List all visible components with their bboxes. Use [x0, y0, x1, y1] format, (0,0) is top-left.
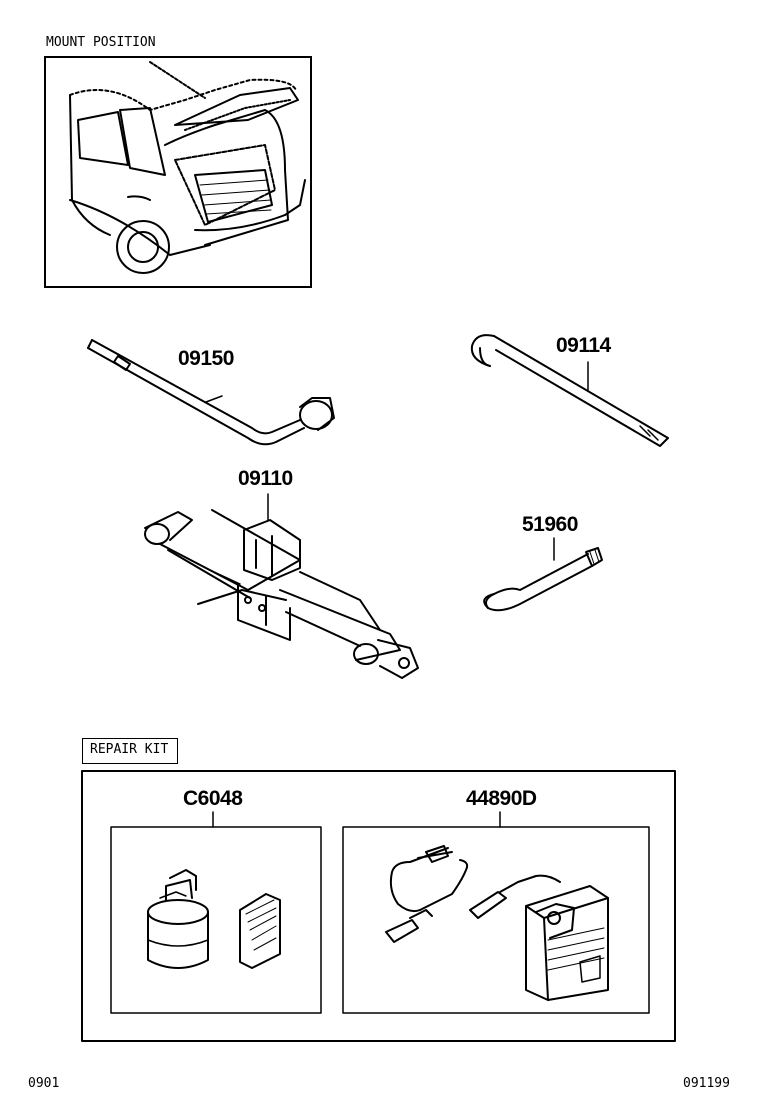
- sealant-bottle: [147, 869, 281, 969]
- part-number-c6048: C6048: [183, 787, 243, 810]
- repair-kit-label-box: [82, 738, 178, 764]
- part-number-09110: 09110: [238, 467, 293, 490]
- scissor-jack: [144, 493, 419, 679]
- jack-handle-hook: [470, 334, 669, 447]
- part-number-51960: 51960: [522, 513, 578, 536]
- mount-position-label: MOUNT POSITION: [46, 35, 156, 50]
- part-number-09114: 09114: [556, 334, 611, 357]
- footer-left-code: 0901: [28, 1076, 60, 1091]
- part-number-44890d: 44890D: [466, 787, 537, 810]
- part-number-09150: 09150: [178, 347, 234, 370]
- mount-position-frame: [44, 56, 312, 288]
- wheel-nut-wrench: [87, 339, 335, 446]
- footer-right-code: 091199: [683, 1076, 730, 1091]
- car-illustration: [69, 61, 306, 274]
- towing-eye: [483, 537, 603, 612]
- air-compressor: [385, 845, 609, 1001]
- repair-kit-label: REPAIR KIT: [90, 742, 169, 757]
